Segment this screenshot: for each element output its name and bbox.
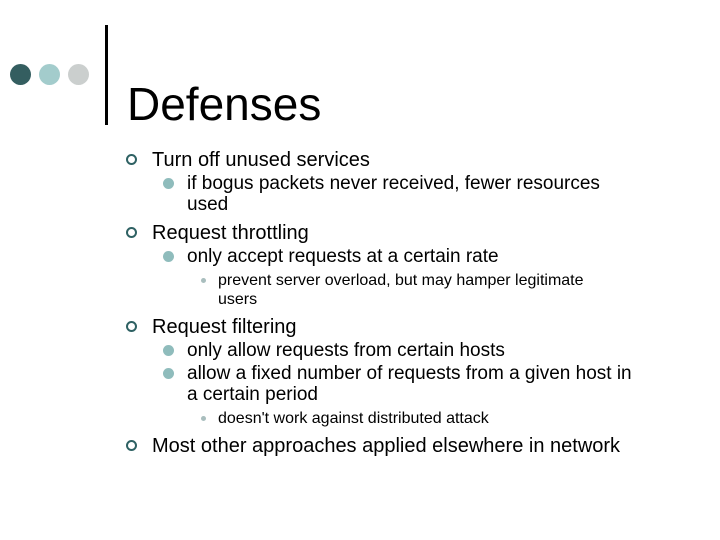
dot-bullet-icon <box>163 251 174 262</box>
bullet-marker-column <box>126 435 152 451</box>
bullet-item-level-1: Most other approaches applied elsewhere … <box>126 435 686 457</box>
bullet-text: only accept requests at a certain rate <box>187 246 499 267</box>
bullet-item-level-2: only accept requests at a certain rate <box>163 246 686 267</box>
bullet-marker-column <box>163 340 187 356</box>
dot-bullet-icon <box>163 368 174 379</box>
title-divider-rule <box>105 25 108 125</box>
dark-teal-circle-icon <box>10 64 31 85</box>
slide-decoration-circles <box>10 64 89 85</box>
bullet-marker-column <box>163 363 187 379</box>
dot-bullet-icon <box>163 178 174 189</box>
bullet-item-level-1: Turn off unused services <box>126 149 686 171</box>
small-dot-bullet-icon <box>201 416 206 421</box>
gray-circle-icon <box>68 64 89 85</box>
bullet-item-level-2: allow a fixed number of requests from a … <box>163 363 686 405</box>
bullet-text: only allow requests from certain hosts <box>187 340 505 361</box>
ring-bullet-icon <box>126 227 137 238</box>
bullet-item-level-2: if bogus packets never received, fewer r… <box>163 173 686 215</box>
bullet-item-level-3: doesn't work against distributed attack <box>201 409 686 428</box>
bullet-text: Most other approaches applied elsewhere … <box>152 435 621 457</box>
ring-bullet-icon <box>126 440 137 451</box>
bullet-item-level-2: only allow requests from certain hosts <box>163 340 686 361</box>
bullet-item-level-3: prevent server overload, but may hamper … <box>201 271 686 309</box>
bullet-text: Turn off unused services <box>152 149 370 171</box>
ring-bullet-icon <box>126 321 137 332</box>
bullet-text: doesn't work against distributed attack <box>218 410 489 427</box>
bullet-marker-column <box>163 246 187 262</box>
bullet-text: prevent server overload, but may hamper … <box>218 272 584 308</box>
slide-title: Defenses <box>127 77 322 130</box>
bullet-text: Request filtering <box>152 316 297 338</box>
light-teal-circle-icon <box>39 64 60 85</box>
dot-bullet-icon <box>163 345 174 356</box>
ring-bullet-icon <box>126 154 137 165</box>
bullet-marker-column <box>126 316 152 332</box>
small-dot-bullet-icon <box>201 278 206 283</box>
bullet-item-level-1: Request filtering <box>126 316 686 338</box>
bullet-text: allow a fixed number of requests from a … <box>187 363 632 405</box>
bullet-marker-column <box>201 271 218 283</box>
bullet-marker-column <box>201 409 218 421</box>
bullet-marker-column <box>163 173 187 189</box>
bullet-text: if bogus packets never received, fewer r… <box>187 173 600 215</box>
bullet-marker-column <box>126 149 152 165</box>
bullet-item-level-1: Request throttling <box>126 222 686 244</box>
bullet-marker-column <box>126 222 152 238</box>
bullet-text: Request throttling <box>152 222 309 244</box>
